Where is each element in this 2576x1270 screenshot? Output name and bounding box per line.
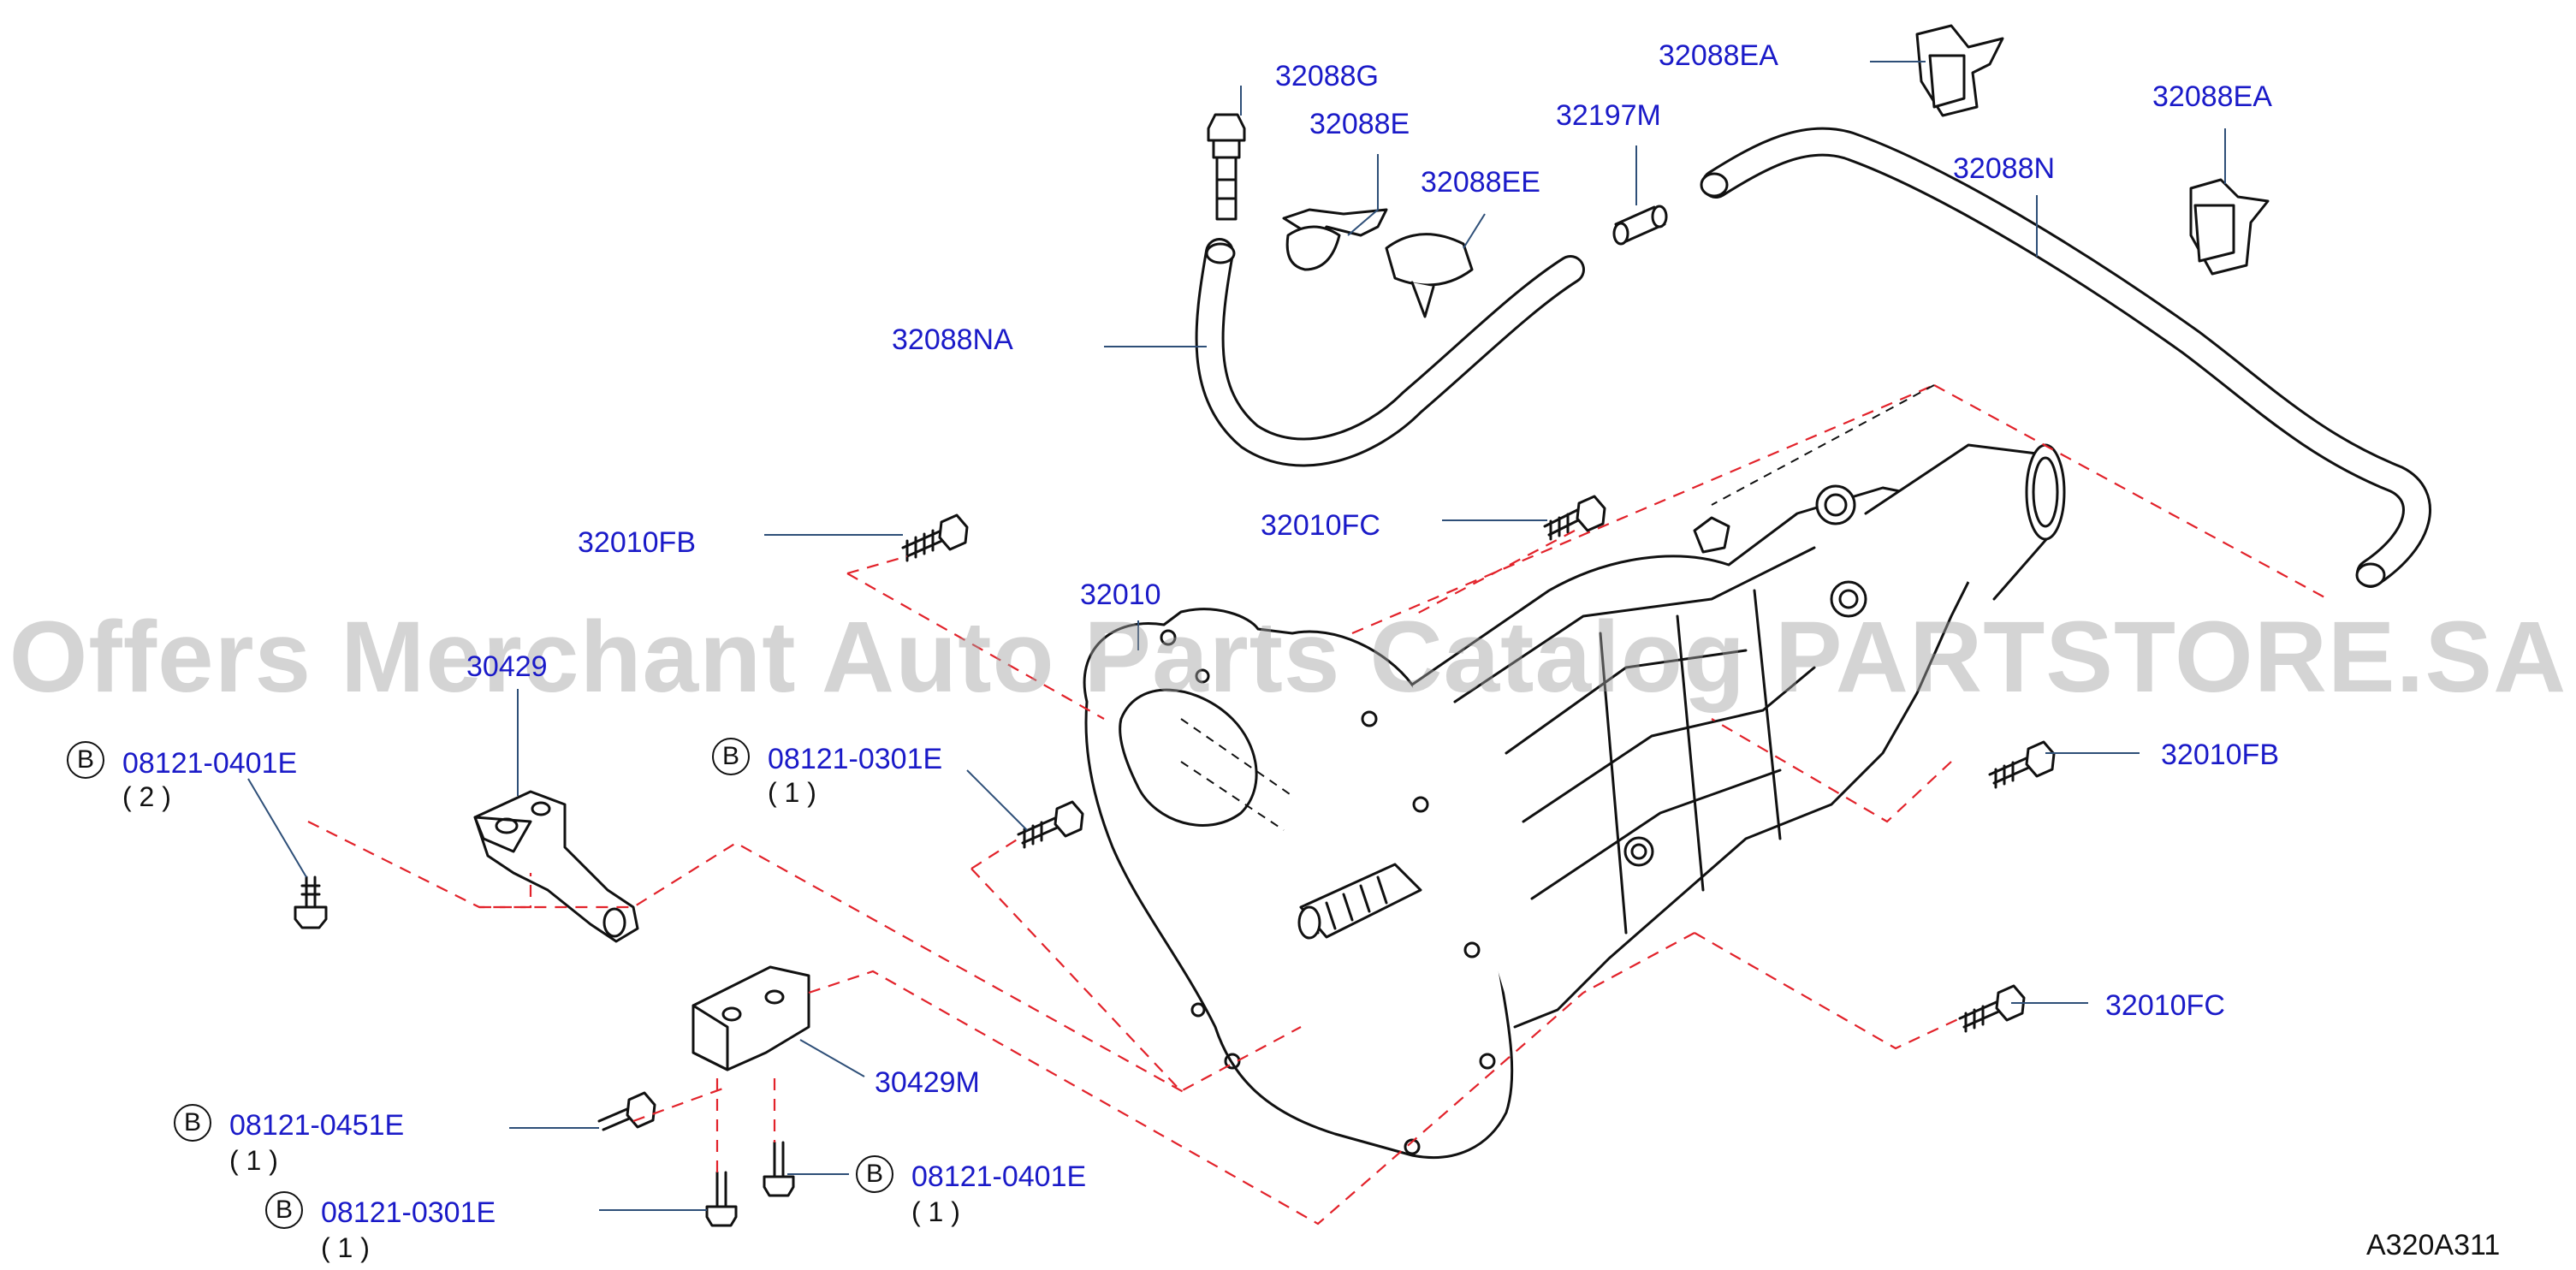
label-32088ee[interactable]: 32088EE bbox=[1421, 166, 1540, 199]
breather-hose-na[interactable] bbox=[1195, 238, 1585, 467]
breather-hose-n[interactable] bbox=[1700, 127, 2431, 588]
hose-clip-ee[interactable] bbox=[1385, 233, 1474, 318]
label-32088ea-top[interactable]: 32088EA bbox=[1659, 39, 1778, 72]
bolt-badge-b: B bbox=[856, 1155, 893, 1193]
qty-08121-0451e: ( 1 ) bbox=[229, 1145, 278, 1176]
label-32010[interactable]: 32010 bbox=[1080, 579, 1161, 611]
label-30429[interactable]: 30429 bbox=[466, 650, 548, 683]
label-32010fb-top[interactable]: 32010FB bbox=[578, 526, 696, 559]
transmission-mount[interactable] bbox=[691, 965, 810, 1071]
leader-08121-0401e-left bbox=[247, 778, 307, 878]
bolt-08121-0301e-mid[interactable] bbox=[1017, 800, 1084, 849]
label-30429m[interactable]: 30429M bbox=[875, 1066, 980, 1099]
qty-08121-0301e-bottom: ( 1 ) bbox=[321, 1232, 370, 1263]
bolt-32010fc-top[interactable] bbox=[1543, 495, 1606, 541]
bolt-08121-0401e-bottom[interactable] bbox=[763, 1141, 795, 1197]
bolt-32010fb-top[interactable] bbox=[901, 513, 969, 562]
label-32010fc-right[interactable]: 32010FC bbox=[2105, 989, 2225, 1022]
label-32088n[interactable]: 32088N bbox=[1953, 152, 2056, 185]
hose-clip-ea-top[interactable] bbox=[1915, 24, 2004, 117]
label-08121-0451e[interactable]: 08121-0451E bbox=[229, 1109, 405, 1142]
label-32010fb-right[interactable]: 32010FB bbox=[2161, 739, 2279, 771]
label-32010fc-top[interactable]: 32010FC bbox=[1261, 509, 1380, 542]
label-32088g[interactable]: 32088G bbox=[1275, 60, 1379, 92]
manual-transmission[interactable] bbox=[1083, 443, 2066, 1160]
hose-clip-ea-right[interactable] bbox=[2189, 178, 2270, 276]
label-32088e[interactable]: 32088E bbox=[1309, 108, 1410, 140]
label-32197m[interactable]: 32197M bbox=[1556, 99, 1661, 132]
label-08121-0401e-left[interactable]: 08121-0401E bbox=[122, 747, 298, 780]
bolt-badge-b: B bbox=[174, 1104, 211, 1142]
bolt-badge-b: B bbox=[67, 741, 104, 779]
leader-32088ee bbox=[1463, 213, 1486, 249]
bolt-32010fb-right[interactable] bbox=[1988, 740, 2056, 789]
leader-30429m bbox=[799, 1039, 865, 1077]
qty-08121-0401e-bottom: ( 1 ) bbox=[911, 1196, 960, 1227]
hose-connector[interactable] bbox=[1612, 205, 1668, 246]
bolt-badge-b: B bbox=[265, 1191, 303, 1229]
label-08121-0401e-bottom[interactable]: 08121-0401E bbox=[911, 1160, 1087, 1193]
hose-clip-e[interactable] bbox=[1282, 208, 1388, 271]
bolt-08121-0401e-left[interactable] bbox=[294, 875, 328, 929]
diagram-code: A320A311 bbox=[2366, 1229, 2501, 1261]
label-32088na[interactable]: 32088NA bbox=[892, 323, 1013, 356]
qty-08121-0301e-mid: ( 1 ) bbox=[768, 777, 816, 808]
label-32088ea-right[interactable]: 32088EA bbox=[2152, 80, 2272, 113]
bolt-08121-0451e[interactable] bbox=[597, 1091, 656, 1131]
bolt-32010fc-right[interactable] bbox=[1958, 984, 2026, 1033]
leader-08121-0301e-mid bbox=[966, 769, 1028, 831]
label-08121-0301e-mid[interactable]: 08121-0301E bbox=[768, 743, 943, 775]
bolt-badge-b: B bbox=[712, 738, 750, 775]
qty-08121-0401e-left: ( 2 ) bbox=[122, 781, 171, 812]
bolt-08121-0301e-bottom[interactable] bbox=[705, 1171, 738, 1227]
label-08121-0301e-bottom[interactable]: 08121-0301E bbox=[321, 1196, 496, 1229]
transmission-bracket[interactable] bbox=[473, 790, 639, 943]
leader-32088e bbox=[1347, 154, 1379, 236]
banjo-bolt[interactable] bbox=[1207, 113, 1246, 221]
